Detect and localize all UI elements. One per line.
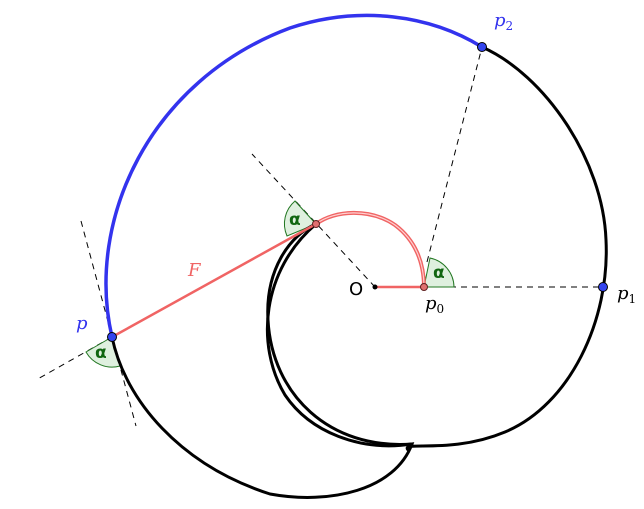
blue-arc-p-to-p2 xyxy=(104,13,484,339)
point-p1 xyxy=(598,282,608,292)
label-p1: p1 xyxy=(617,283,636,306)
point-p xyxy=(107,332,117,342)
label-F: F xyxy=(187,260,202,281)
red-arc-inner xyxy=(315,212,425,288)
label-p2: p2 xyxy=(494,10,513,33)
outer-curve-right xyxy=(405,45,608,452)
dashed-line-o-upper xyxy=(251,153,376,288)
point-p0 xyxy=(420,283,428,291)
label-p2-base: p xyxy=(494,10,506,31)
label-p0-sub: 0 xyxy=(437,302,445,316)
point-p2 xyxy=(477,42,487,52)
label-origin: O xyxy=(349,279,363,300)
point-upper xyxy=(312,220,320,228)
label-p1-base: p xyxy=(617,283,629,304)
dashed-line-to-p2 xyxy=(426,46,483,263)
dashed-tangent-p xyxy=(80,220,137,427)
label-p0-base: p xyxy=(425,293,437,314)
label-p0: p0 xyxy=(425,293,444,316)
red-path xyxy=(110,210,426,339)
inner-spiral xyxy=(266,222,414,446)
points xyxy=(107,42,608,342)
point-origin xyxy=(372,284,378,290)
alpha-label-p: α xyxy=(95,343,107,363)
black-curve xyxy=(110,45,608,499)
label-p2-sub: 2 xyxy=(506,19,514,33)
curve-lower-loop xyxy=(110,222,415,499)
alpha-label-p0: α xyxy=(433,263,445,283)
segment-F xyxy=(110,222,318,339)
angle-marker-p0 xyxy=(423,257,455,288)
label-p: p xyxy=(76,313,88,334)
alpha-label-upper: α xyxy=(289,210,301,230)
red-arc-outer xyxy=(314,210,426,289)
label-p1-sub: 1 xyxy=(629,292,637,306)
